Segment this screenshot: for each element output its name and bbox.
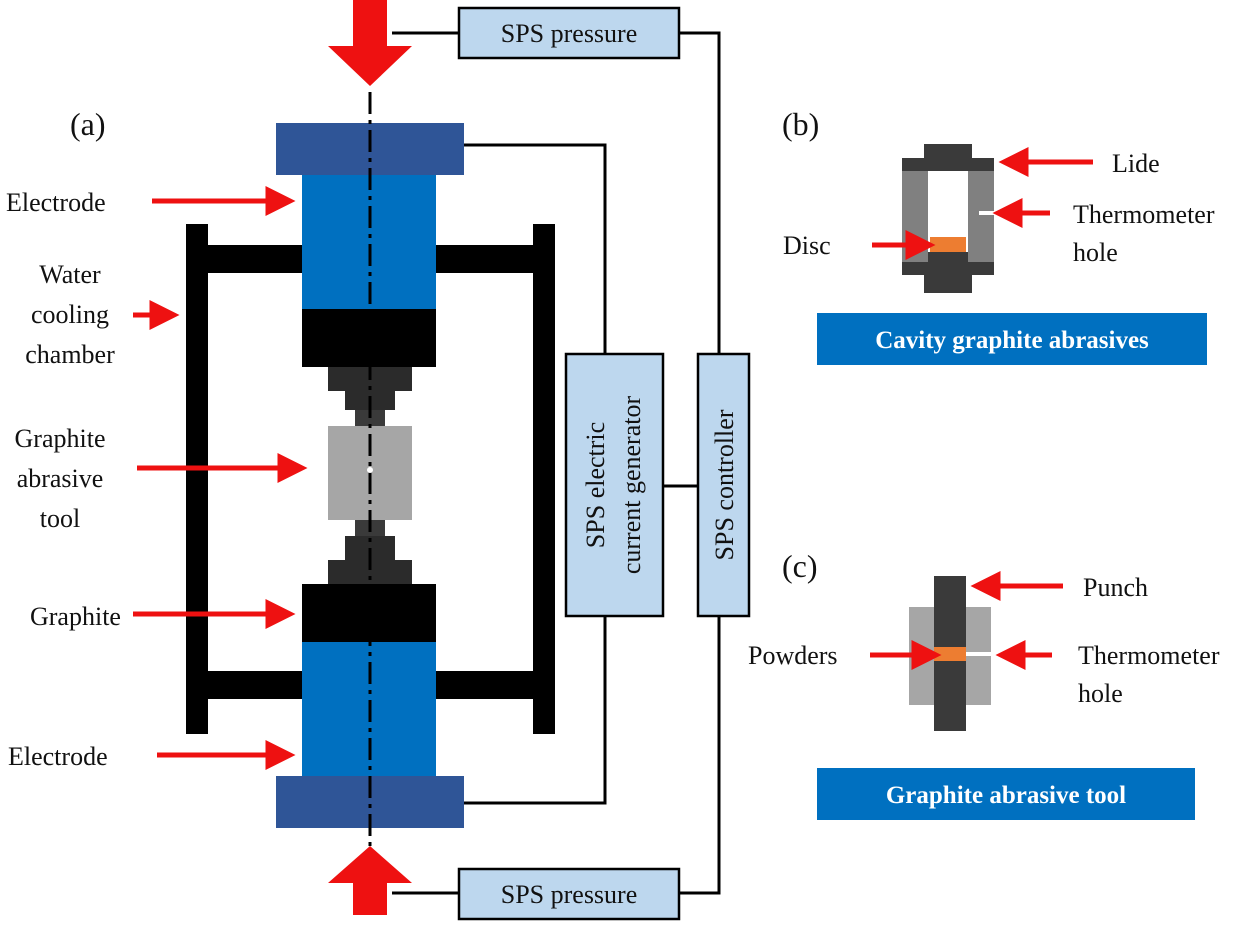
panel-b-label: (b) (782, 106, 819, 142)
water-label-2: cooling (31, 300, 109, 329)
sps-pressure-top-label: SPS pressure (501, 19, 638, 48)
thermo-c-label-1: Thermometer (1078, 641, 1220, 670)
top-punch-neck (355, 410, 385, 426)
water-label-3: chamber (25, 340, 115, 369)
lide-label: Lide (1112, 149, 1160, 178)
punch-label: Punch (1083, 573, 1148, 602)
sps-generator-box: SPS electric current generator (564, 352, 665, 618)
panel-a-label: (a) (70, 106, 106, 142)
graphite-tool-label-3: tool (40, 504, 80, 533)
water-cooling-chamber (186, 224, 555, 734)
die-center-dot (367, 467, 373, 473)
bottom-pressure-arrow (328, 846, 412, 915)
sps-pressure-bottom-label: SPS pressure (501, 880, 638, 909)
sps-pressure-bottom-box: SPS pressure (457, 867, 681, 921)
disc-label: Disc (783, 231, 831, 260)
sps-controller-box: SPS controller (696, 352, 751, 618)
graphite-tool-title: Graphite abrasive tool (886, 782, 1126, 809)
thermo-b-label-2: hole (1073, 238, 1118, 267)
electrode-bottom-label: Electrode (8, 742, 108, 771)
graphite-tool-label-1: Graphite (15, 424, 106, 453)
wiring (392, 31, 721, 895)
cavity-graphite-drawing (902, 144, 994, 293)
sps-generator-label-1: SPS electric (581, 422, 610, 548)
powders-label: Powders (748, 641, 838, 670)
top-pressure-arrow (328, 0, 412, 86)
sps-controller-label: SPS controller (710, 409, 739, 560)
graphite-label: Graphite (30, 602, 121, 631)
cavity-title: Cavity graphite abrasives (875, 327, 1149, 354)
water-label-1: Water (39, 260, 101, 289)
thermo-b-label-1: Thermometer (1073, 200, 1215, 229)
sps-generator-label-2: current generator (617, 396, 646, 575)
sps-pressure-top-box: SPS pressure (457, 6, 681, 60)
electrode-top-label: Electrode (6, 188, 106, 217)
graphite-tool-label-2: abrasive (17, 464, 104, 493)
thermo-c-label-2: hole (1078, 679, 1123, 708)
graphite-tool-title-bar: Graphite abrasive tool (817, 768, 1195, 820)
panel-c-label: (c) (782, 548, 818, 584)
cavity-title-bar: Cavity graphite abrasives (817, 313, 1207, 365)
